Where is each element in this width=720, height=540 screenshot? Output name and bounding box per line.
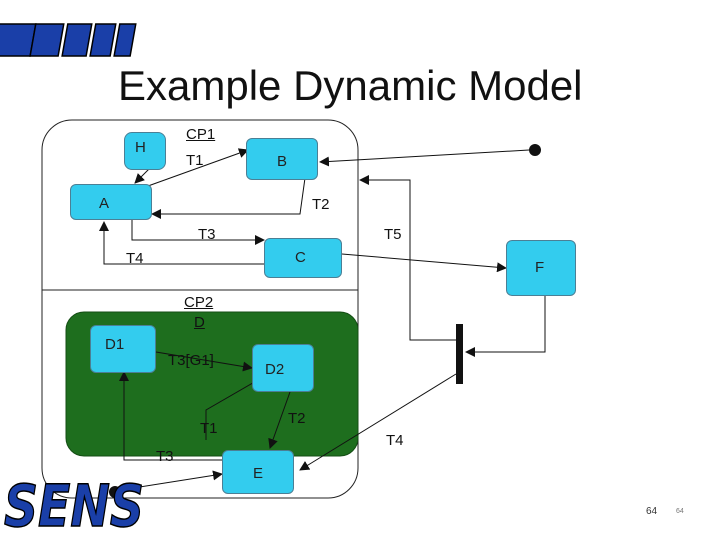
- label-t1-bottom: T1: [200, 420, 218, 437]
- label-t3g1: T3[G1]: [168, 352, 214, 369]
- state-b: B: [246, 138, 318, 180]
- outer-superstate: [41, 119, 359, 499]
- arrow-sync-to-e: [299, 373, 457, 471]
- state-c: C: [264, 238, 342, 278]
- label-cp1: CP1: [186, 126, 216, 143]
- arrow-e-to-d1: [119, 371, 222, 461]
- label-t5: T5: [384, 226, 402, 243]
- arrow-a-to-b: [147, 148, 249, 187]
- state-e: E: [222, 450, 294, 494]
- logo-bars-icon: [0, 23, 137, 57]
- label-t4-left: T4: [126, 250, 144, 267]
- arrow-b-to-a: [151, 177, 306, 219]
- arrow-sync-to-superstate: [359, 175, 456, 341]
- arrow-f-to-sync: [465, 296, 546, 357]
- arrow-a-to-c: [131, 218, 265, 245]
- sens-logo: SENS: [2, 470, 152, 540]
- state-a: A: [70, 184, 152, 220]
- label-d: D: [194, 314, 205, 331]
- slide-title: Example Dynamic Model: [118, 62, 583, 109]
- label-cp2: CP2: [184, 294, 214, 311]
- sync-bar: [456, 324, 463, 384]
- label-t2-top: T2: [312, 196, 330, 213]
- label-t3-bottom: T3: [156, 448, 174, 465]
- initial-state-dot-bottom: [109, 486, 121, 498]
- arrow-c-to-f: [341, 253, 507, 273]
- state-f: F: [506, 240, 576, 296]
- state-h: H: [124, 132, 166, 170]
- arrow-c-to-a: [99, 221, 264, 265]
- label-t4-right: T4: [386, 432, 404, 449]
- arrow-initial-to-b: [319, 149, 530, 167]
- sens-logo-icon: SENS: [3, 471, 145, 540]
- label-t1-top: T1: [186, 152, 204, 169]
- arrow-h-to-a: [134, 167, 151, 184]
- sens-logo-text: SENS: [4, 472, 144, 534]
- arrow-d1-to-d2: [155, 351, 253, 372]
- state-d1: D1: [90, 325, 156, 373]
- arrow-d2-to-e: [268, 391, 291, 449]
- state-d2: D2: [252, 344, 314, 392]
- page-number-small: 64: [676, 508, 684, 515]
- page-number: 64: [646, 506, 658, 517]
- arrow-d2-loop: [205, 379, 259, 440]
- arrow-initial-to-e: [120, 470, 223, 491]
- label-t3-mid: T3: [198, 226, 216, 243]
- initial-state-dot-right: [529, 144, 541, 156]
- label-t2-bottom: T2: [288, 410, 306, 427]
